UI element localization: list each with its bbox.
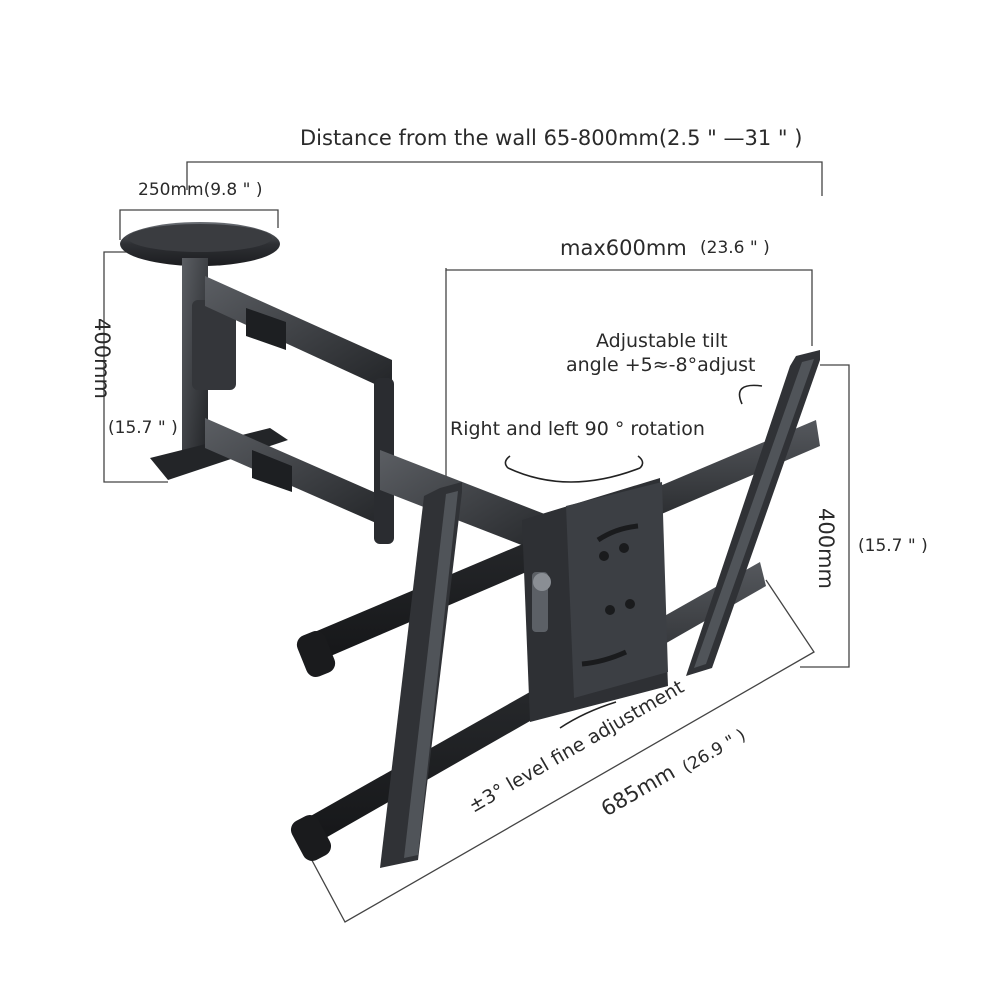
- tilt-label-line1: Adjustable tilt: [596, 330, 728, 352]
- vertical-brackets: [380, 350, 820, 868]
- vesa-height-in-label: (15.7 " ): [858, 536, 928, 556]
- plate-width-guide: [119, 209, 279, 240]
- tilt-arrow: [738, 384, 763, 405]
- tilt-label-line2: angle +5≈-8°adjust: [566, 354, 756, 376]
- upper-arm: [205, 276, 392, 392]
- center-plate: [522, 478, 668, 722]
- max-width-in-label: (23.6 " ): [700, 238, 770, 258]
- wall-distance-label: Distance from the wall 65-800mm(2.5 " —3…: [300, 126, 803, 150]
- plate-height-mm-label: 400mm: [90, 318, 114, 399]
- plate-width-label: 250mm(9.8 " ): [138, 180, 263, 200]
- vesa-height-guide: [800, 364, 850, 668]
- rotation-arrow: [507, 467, 641, 483]
- lower-arm: [205, 418, 392, 530]
- articulating-arm: [205, 276, 560, 560]
- wall-distance-guide: [186, 161, 823, 196]
- vesa-height-mm-label: 400mm: [814, 508, 838, 589]
- level-arrow: [559, 701, 617, 729]
- motion-arrows: [504, 384, 763, 729]
- max-width-mm-label: max600mm: [560, 236, 687, 260]
- max-width-guide: [445, 268, 813, 346]
- forearm: [380, 450, 560, 560]
- lower-rail-endcap: [290, 815, 332, 861]
- upper-rail-endcap: [296, 631, 336, 677]
- rotation-label: Right and left 90 ° rotation: [450, 418, 705, 440]
- bar-length-guide: [299, 579, 815, 923]
- plate-height-in-label: (15.7 " ): [108, 418, 178, 438]
- wall-plate-assembly: [120, 222, 288, 480]
